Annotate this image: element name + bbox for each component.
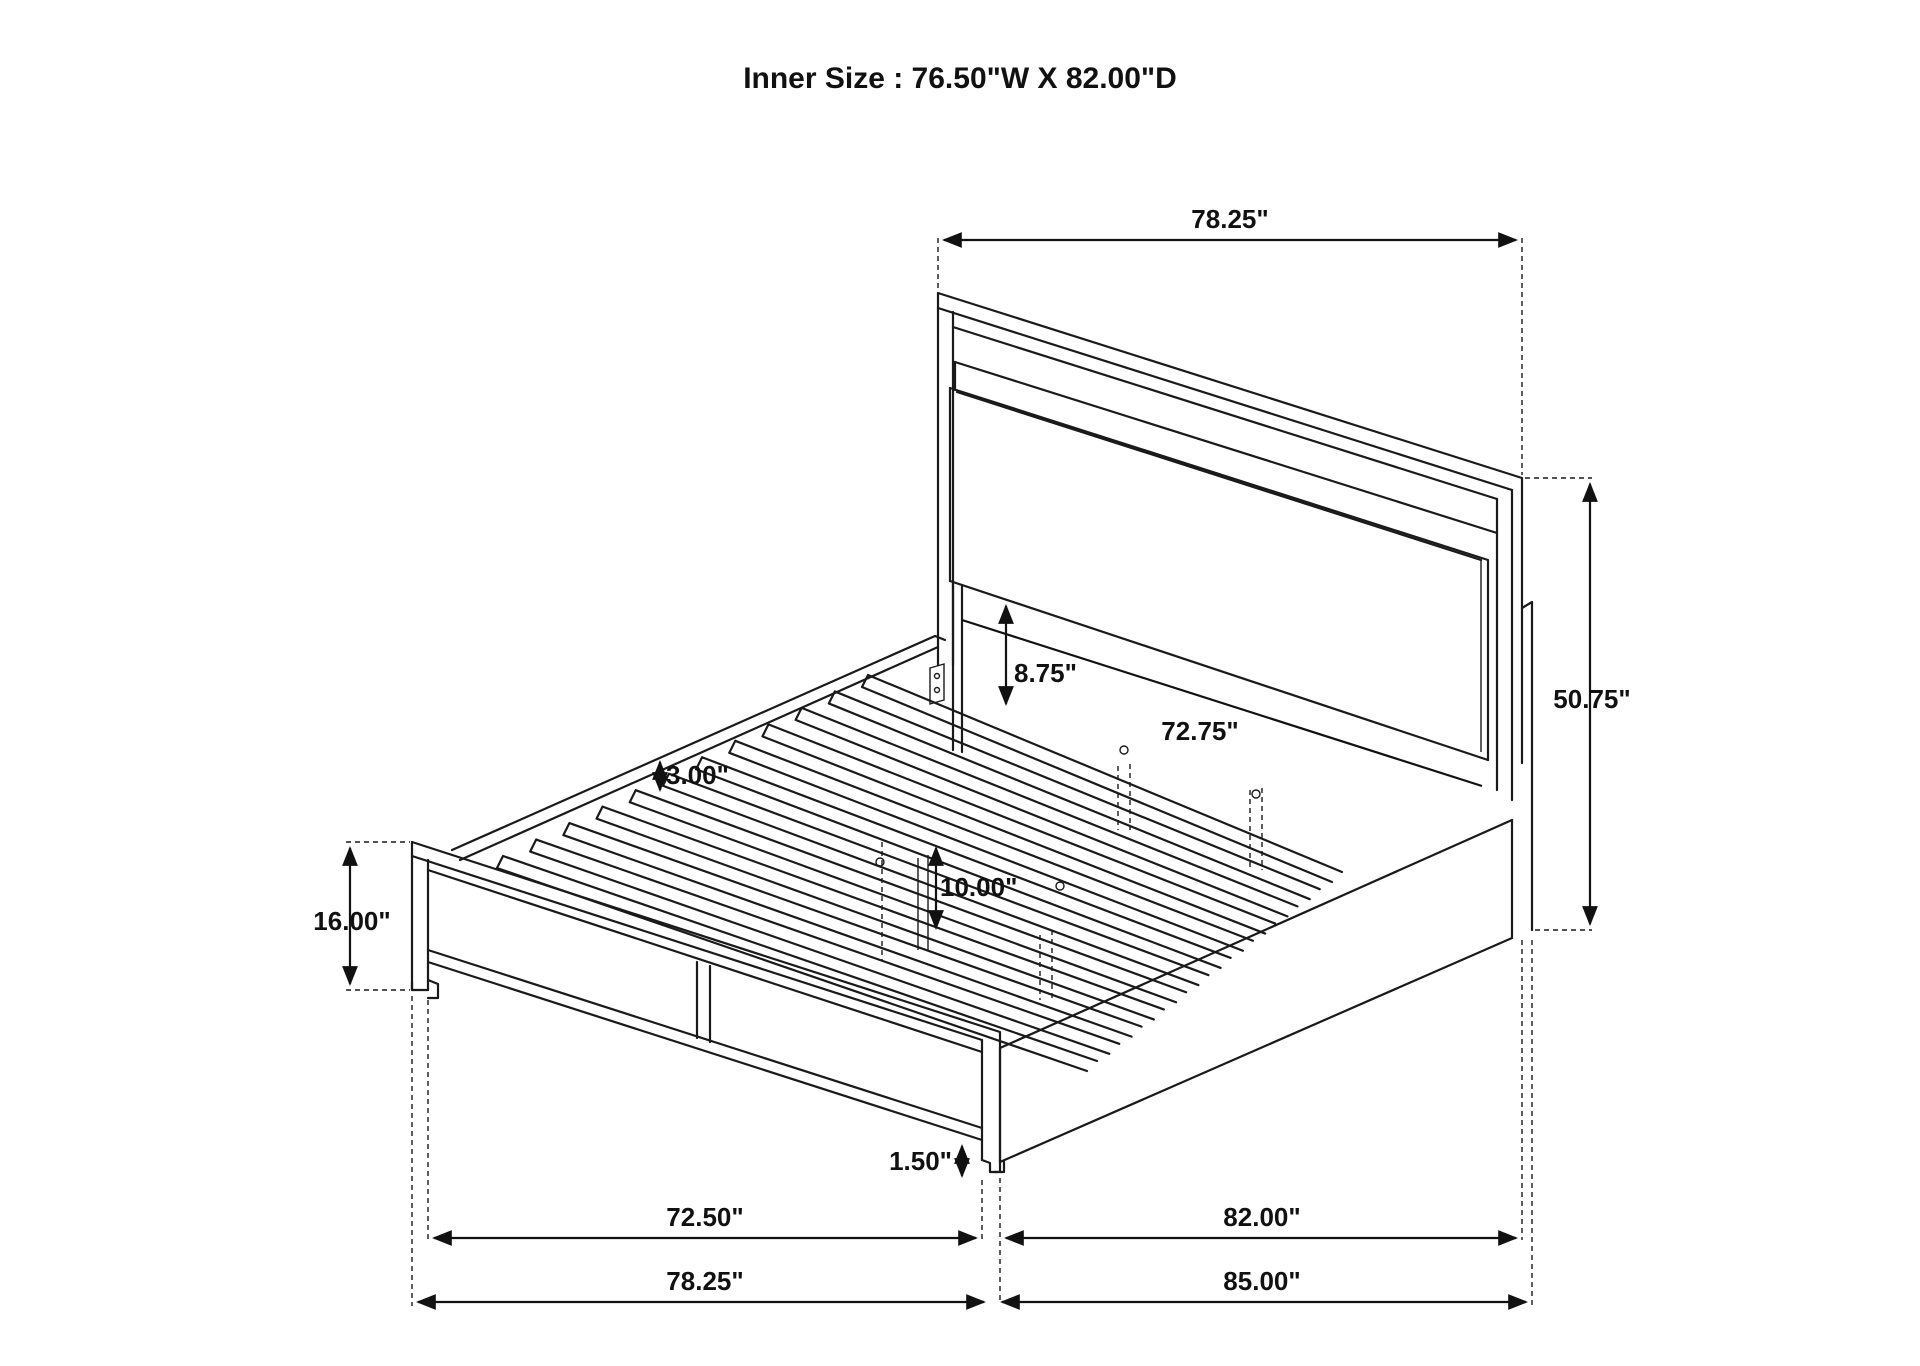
slat-height-label: 10.00" bbox=[940, 872, 1017, 902]
headboard bbox=[929, 291, 1534, 932]
bed-slat bbox=[694, 756, 1232, 970]
overall-width-label: 78.25" bbox=[666, 1266, 743, 1296]
headboard-height-label: 50.75" bbox=[1553, 684, 1630, 714]
overall-length-dimension: 85.00" bbox=[1000, 940, 1533, 1310]
slat-height-dimension: 10.00" bbox=[928, 846, 1017, 930]
headboard-width-dimension: 78.25" bbox=[937, 204, 1523, 475]
inner-size-title: Inner Size : 76.50"W X 82.00"D bbox=[743, 62, 1177, 95]
headboard-height-dimension: 50.75" bbox=[1525, 477, 1631, 931]
footboard-inner-width-label: 72.50" bbox=[666, 1202, 743, 1232]
left-side-rail bbox=[450, 634, 947, 862]
panel-width-label: 72.75" bbox=[1161, 716, 1238, 746]
overall-width-dimension: 78.25" bbox=[411, 996, 986, 1310]
overall-length-label: 85.00" bbox=[1223, 1266, 1300, 1296]
bed-slat bbox=[562, 821, 1143, 1038]
underbed-clearance-label: 8.75" bbox=[1014, 658, 1077, 688]
rail-height-dimension: 3.00" bbox=[652, 760, 729, 792]
bed-slats bbox=[495, 673, 1344, 1073]
leg-height-dimension: 1.50" bbox=[889, 1144, 970, 1178]
rail-inner-length-label: 82.00" bbox=[1223, 1202, 1300, 1232]
bed-slat bbox=[860, 673, 1344, 884]
footboard bbox=[410, 840, 1002, 1174]
bed-slat bbox=[628, 789, 1188, 1004]
bed-slat bbox=[827, 690, 1321, 901]
rail-height-label: 3.00" bbox=[666, 760, 729, 790]
bed-slat bbox=[595, 805, 1165, 1021]
panel-width-dimension: 72.75" bbox=[961, 618, 1483, 788]
bed-slat bbox=[728, 739, 1255, 952]
bed-slat bbox=[529, 838, 1121, 1055]
center-support bbox=[875, 745, 1263, 1000]
footboard-height-label: 16.00" bbox=[313, 906, 390, 936]
bed-slat bbox=[794, 706, 1299, 918]
rail-inner-length-dimension: 82.00" bbox=[999, 940, 1523, 1300]
headboard-width-label: 78.25" bbox=[1191, 204, 1268, 234]
footboard-height-dimension: 16.00" bbox=[313, 841, 410, 991]
underbed-clearance-dimension: 8.75" bbox=[998, 604, 1077, 706]
footboard-inner-width-dimension: 72.50" bbox=[427, 1000, 983, 1246]
leg-height-label: 1.50" bbox=[889, 1146, 952, 1176]
bed-slat bbox=[761, 723, 1277, 935]
right-side-rail bbox=[992, 818, 1514, 1174]
